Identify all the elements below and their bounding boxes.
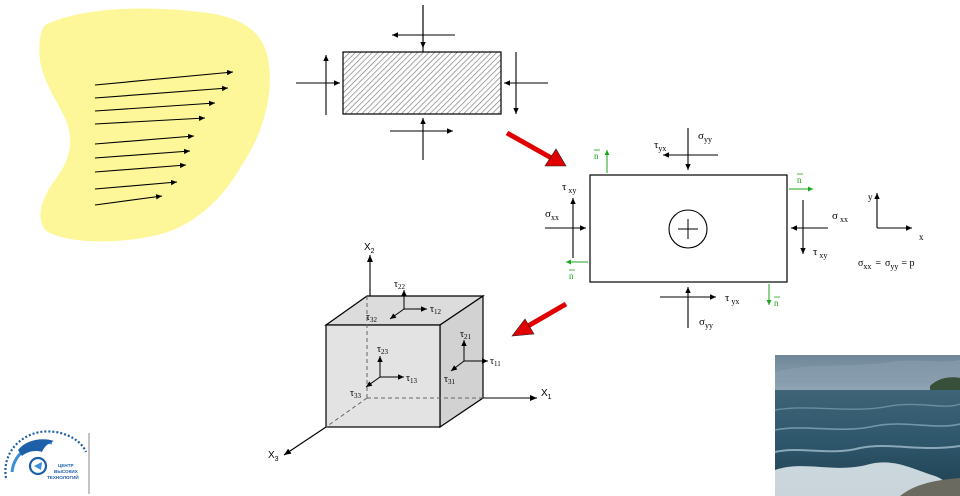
normal-label-top: n	[594, 151, 599, 161]
label-tau32: τ32	[366, 312, 378, 324]
label-axis-x3: X3	[268, 450, 279, 463]
pressure-circle	[668, 209, 708, 249]
tau33-arrow	[365, 376, 381, 388]
axis-x3-arrow	[283, 426, 327, 456]
label-sigma-yy-top: σyy	[698, 130, 712, 144]
sea-photo	[774, 355, 960, 496]
velocity-arrow	[94, 148, 191, 159]
normal-label-left: n	[569, 271, 574, 281]
red-arrow-right	[505, 130, 567, 167]
normal-label-right: n	[797, 175, 802, 185]
velocity-arrow	[94, 133, 195, 145]
velocity-arrow	[94, 179, 178, 190]
logo-text-line3: ТЕХНОЛОГИЙ	[47, 473, 79, 480]
velocity-arrow	[94, 115, 206, 125]
hatched-element	[296, 5, 548, 160]
velocity-arrow	[94, 69, 234, 86]
label-tau31: τ31	[444, 374, 456, 386]
label-axis-x2: X2	[364, 242, 375, 255]
velocity-arrow	[94, 100, 216, 112]
organization-logo: ЦЕНТР ВЫСОКИХ ТЕХНОЛОГИЙ	[4, 430, 90, 494]
label-sigma-xx-left: σxx	[545, 208, 559, 222]
label-tau13: τ13	[406, 373, 418, 385]
label-tau21: τ21	[460, 329, 472, 341]
velocity-arrow	[94, 85, 229, 99]
label-axis-y: y	[868, 192, 873, 202]
label-axis-x: x	[919, 232, 924, 242]
label-axis-x1: X1	[541, 388, 552, 401]
normal-bars	[569, 149, 803, 298]
label-tau22: τ22	[394, 279, 406, 291]
fluid-blob	[39, 8, 270, 242]
tau32-arrow	[389, 308, 405, 320]
equation: σxx=σyy= p	[858, 258, 915, 271]
velocity-profile	[39, 8, 270, 242]
label-tau11: τ11	[490, 356, 501, 368]
hatched-rectangle	[342, 51, 502, 115]
velocity-arrow	[94, 194, 163, 206]
red-arrow-left	[511, 301, 568, 337]
stress-cube: X2 X1 X3 τ22 τ12 τ32 τ23 τ13 τ33 τ21 τ11…	[268, 242, 552, 463]
dolphin-icon	[18, 439, 54, 456]
logo-text-line1: ЦЕНТР	[58, 463, 74, 468]
normal-label-bottom: n	[774, 298, 779, 308]
label-tau23: τ23	[377, 344, 389, 356]
logo-text-line2: ВЫСОКИХ	[54, 469, 79, 474]
label-sigma-yy-bottom: σyy	[699, 316, 713, 330]
label-tau33: τ33	[350, 388, 362, 400]
velocity-arrow	[94, 162, 187, 173]
label-tau-yx-top: τyx	[654, 139, 666, 153]
cube-front-face	[325, 324, 441, 428]
label-tau12: τ12	[430, 304, 442, 316]
tau31-arrow	[450, 360, 465, 372]
